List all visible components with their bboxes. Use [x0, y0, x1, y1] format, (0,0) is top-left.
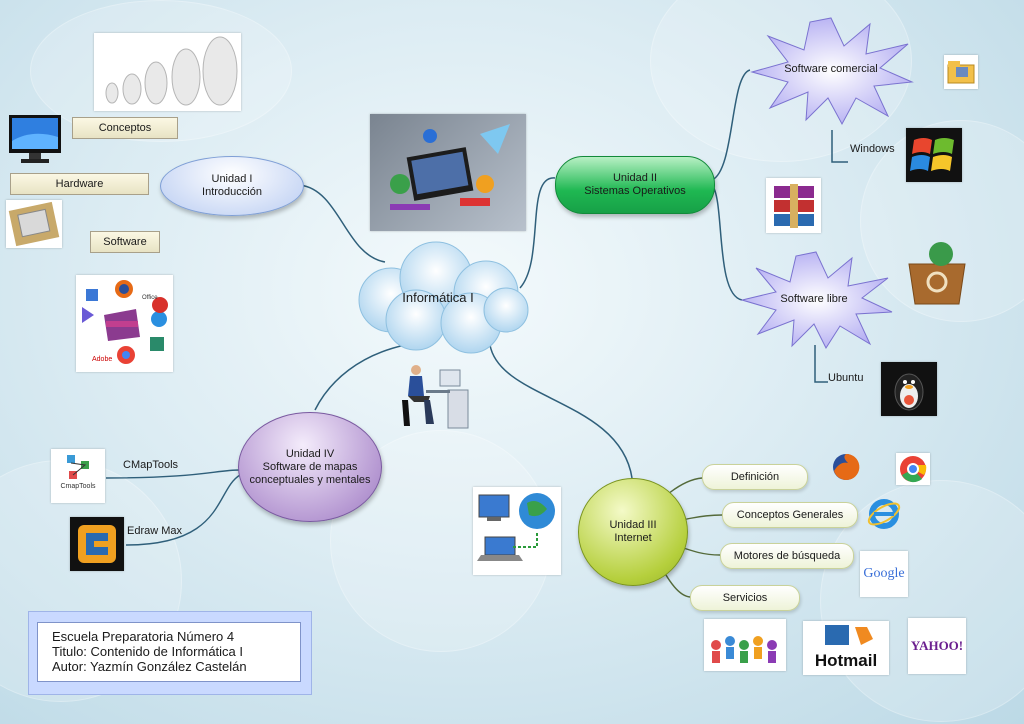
- unit3-title: Unidad III: [609, 519, 657, 531]
- cmaptools-label[interactable]: CMapTools: [123, 459, 179, 471]
- hotmail-logo: Hotmail: [803, 621, 889, 675]
- info-text-box: Escuela Preparatoria Número 4 Titulo: Co…: [37, 622, 301, 682]
- social-network-people-image: [704, 619, 786, 671]
- cpu-chip-image: [6, 200, 62, 248]
- unit4-subtitle-2: conceptuales y mentales: [249, 473, 371, 486]
- winrar-books-icon: [766, 178, 821, 233]
- person-at-computer-image: [396, 360, 482, 432]
- unit2-title: Unidad II: [612, 172, 658, 184]
- edraw-max-icon: [70, 517, 124, 571]
- concept-box-conceptos[interactable]: Conceptos: [72, 117, 178, 139]
- central-cloud: [358, 241, 529, 354]
- hotmail-logo-text: Hotmail: [814, 651, 878, 670]
- edraw-max-label[interactable]: Edraw Max: [127, 525, 183, 537]
- google-logo: Google: [860, 551, 908, 597]
- unit4-title: Unidad IV: [285, 447, 335, 460]
- folder-icon: [944, 55, 978, 89]
- ubuntu-label[interactable]: Ubuntu: [828, 372, 864, 384]
- adobe-logo-text: Adobe: [92, 356, 112, 363]
- yahoo-logo-text: YAHOO!: [910, 638, 964, 653]
- unit1-subtitle: Introducción: [202, 186, 262, 198]
- network-computers-image: [473, 487, 561, 575]
- windows-logo-icon: [906, 128, 962, 182]
- central-topic-label[interactable]: Informática I: [402, 289, 474, 305]
- cmaptools-logo: CmapTools: [51, 449, 105, 503]
- yahoo-logo: YAHOO!: [908, 618, 966, 674]
- author-name: Autor: Yazmín González Castelán: [52, 659, 247, 674]
- unit4-subtitle-1: Software de mapas: [262, 460, 358, 473]
- document-title: Titulo: Contenido de Informática I: [52, 644, 244, 659]
- ubuntu-software-center-icon: [901, 238, 973, 308]
- topic-definicion[interactable]: Definición: [702, 464, 808, 490]
- unit1-title: Unidad I: [211, 173, 253, 185]
- software-libre-label[interactable]: Software libre: [780, 292, 848, 305]
- unit3-subtitle: Internet: [614, 532, 652, 544]
- windows-label[interactable]: Windows: [850, 143, 895, 155]
- monitor-image: [7, 111, 63, 167]
- unit2-subtitle: Sistemas Operativos: [584, 185, 686, 197]
- unit3-node[interactable]: Unidad III Internet: [578, 478, 688, 586]
- unit1-node[interactable]: Unidad I Introducción: [160, 156, 304, 216]
- internet-explorer-icon: [866, 496, 902, 532]
- software-comercial-label[interactable]: Software comercial: [784, 62, 878, 75]
- chrome-icon: [896, 453, 930, 485]
- technology-collage-image: [370, 114, 526, 231]
- software-logos-collage: Adobe Office: [76, 275, 173, 372]
- school-name: Escuela Preparatoria Número 4: [52, 629, 235, 644]
- cmaptools-logo-text: CmapTools: [60, 483, 96, 490]
- unit4-node[interactable]: Unidad IV Software de mapas conceptuales…: [238, 412, 382, 522]
- topic-conceptos-generales[interactable]: Conceptos Generales: [722, 502, 858, 528]
- firefox-icon: [830, 451, 862, 483]
- office-logo-text: Office: [142, 295, 158, 301]
- tux-penguin-icon: [881, 362, 937, 416]
- starburst-commercial: [750, 17, 914, 126]
- starburst-libre: [740, 251, 893, 350]
- concept-box-software[interactable]: Software: [90, 231, 160, 253]
- topic-motores-busqueda[interactable]: Motores de búsqueda: [720, 543, 854, 569]
- unit2-node[interactable]: Unidad II Sistemas Operativos: [555, 156, 715, 214]
- nesting-dolls-image: [94, 33, 241, 111]
- info-panel: Escuela Preparatoria Número 4 Titulo: Co…: [28, 611, 312, 695]
- google-logo-text: Google: [863, 566, 905, 581]
- topic-servicios[interactable]: Servicios: [690, 585, 800, 611]
- concept-box-hardware[interactable]: Hardware: [10, 173, 149, 195]
